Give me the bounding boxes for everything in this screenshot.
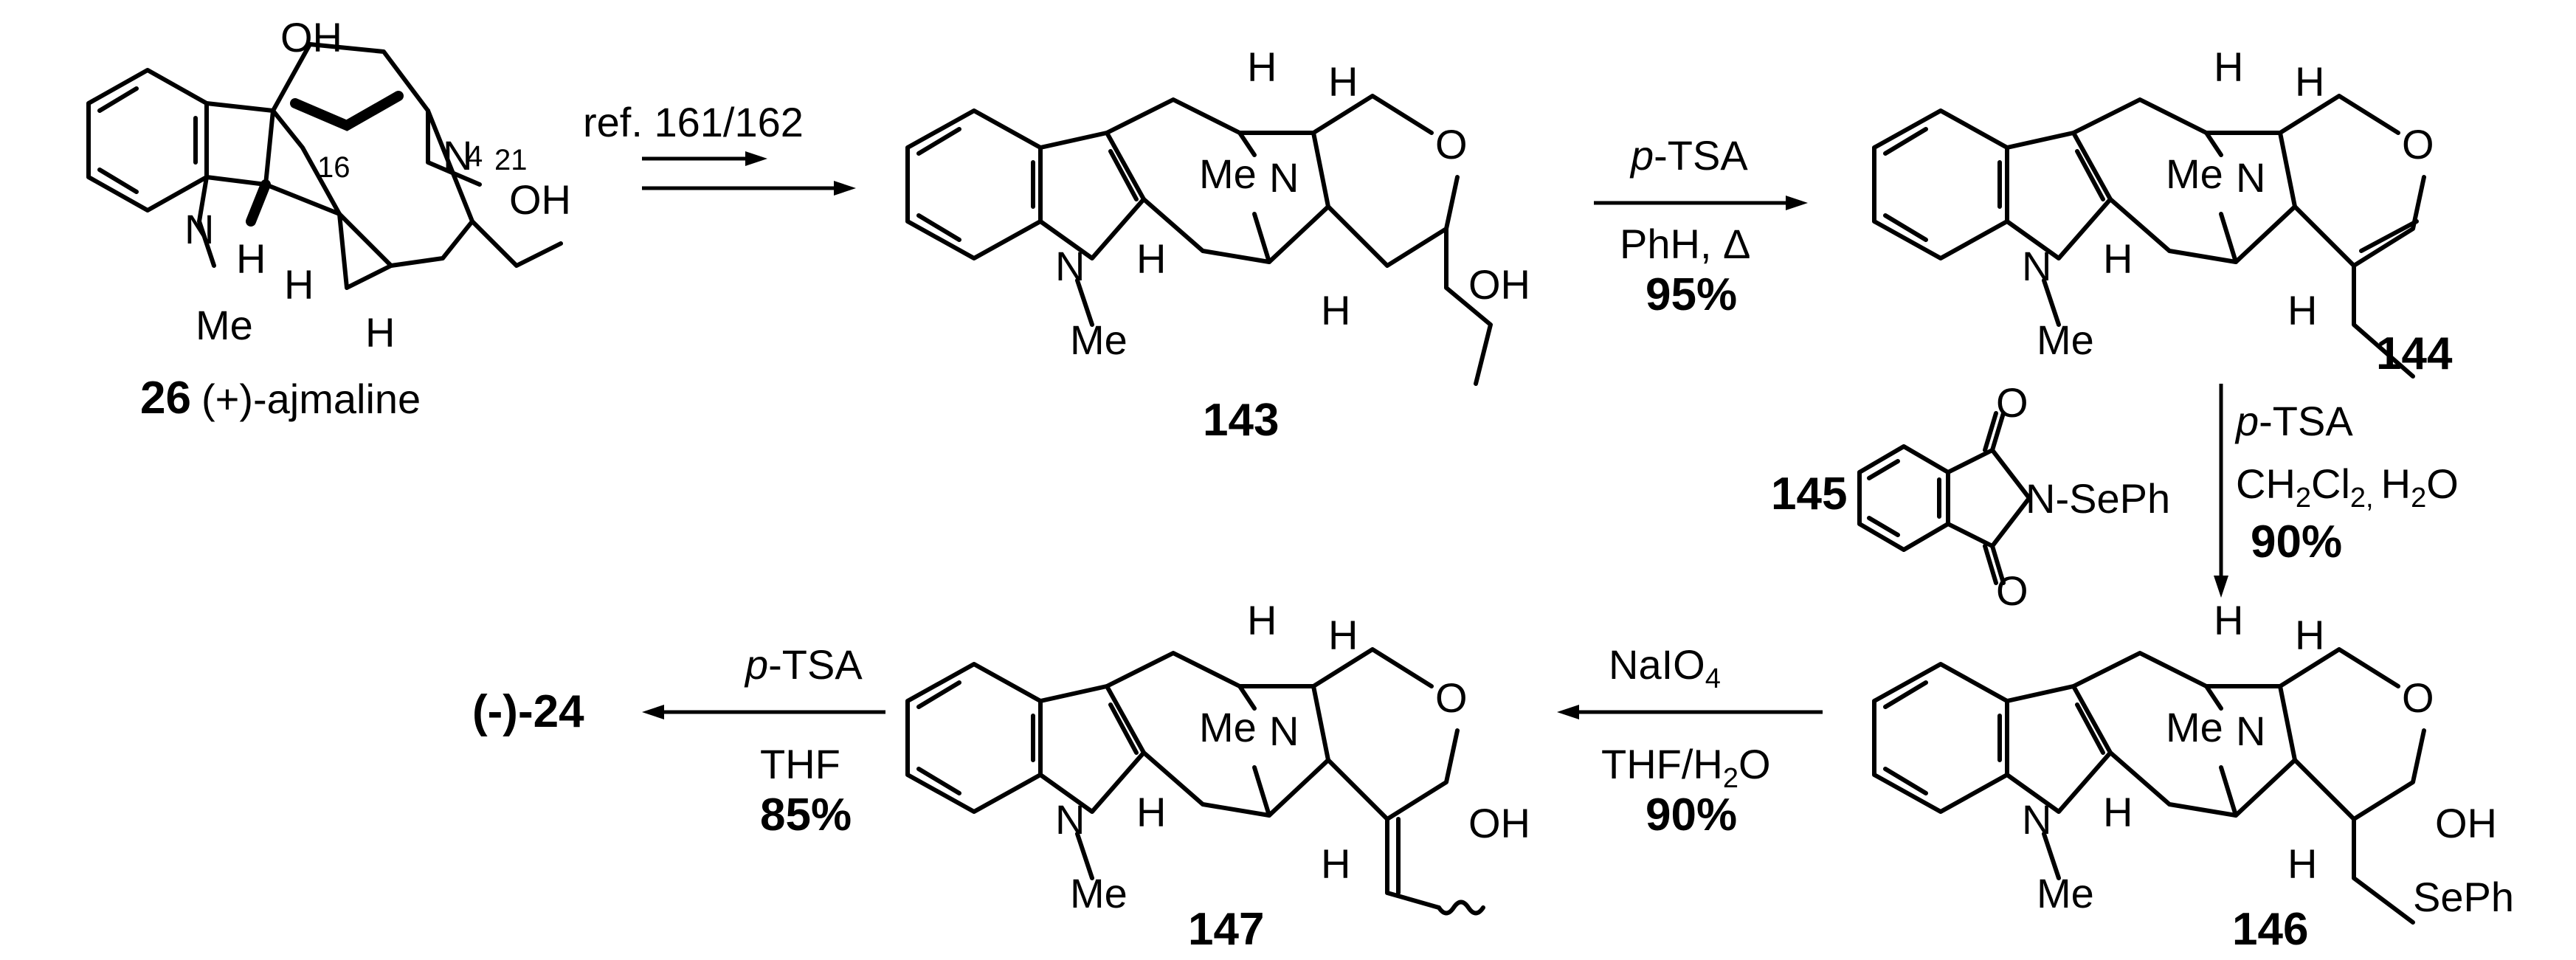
h-143-bottom: H	[1321, 287, 1350, 334]
me-143: Me	[1199, 151, 1257, 197]
h-147-top: H	[1247, 597, 1277, 643]
compound-26-label: 26(+)-ajmaline	[140, 373, 421, 424]
n-144: N	[2236, 154, 2265, 201]
n-147: N	[1269, 708, 1299, 754]
solvent-step-5: THF	[760, 741, 840, 787]
compound-146-label: 146	[2232, 904, 2308, 955]
h-26-b: H	[284, 261, 314, 308]
h-144-top: H	[2214, 44, 2243, 90]
solvent-step-4: THF/H2O	[1601, 741, 1771, 794]
n-143: N	[1269, 154, 1299, 201]
h-146-bottom: H	[2287, 840, 2317, 887]
nme-146: Me	[2037, 870, 2094, 916]
oh-143: OH	[1468, 261, 1530, 308]
o-143: O	[1435, 121, 1468, 168]
h-147-left: H	[1136, 789, 1166, 835]
compound-24-label: (-)-24	[472, 686, 584, 737]
me-26: Me	[196, 302, 253, 348]
yield-step-2: 95%	[1646, 269, 1737, 320]
n-sephe-145: N-SePh	[2026, 475, 2170, 522]
h-147-bottom: H	[1321, 840, 1350, 887]
compound-145-label: 145	[1771, 469, 1847, 519]
h-146-top: H	[2214, 597, 2243, 643]
reagent-step-1: ref. 161/162	[583, 99, 804, 145]
h-146-left: H	[2103, 789, 2133, 835]
n-146: N	[2236, 708, 2265, 754]
h-144-bottom: H	[2287, 287, 2317, 334]
yield-step-3: 90%	[2251, 517, 2342, 567]
yield-step-5: 85%	[760, 790, 852, 840]
o-147: O	[1435, 674, 1468, 721]
h-143-right: H	[1328, 58, 1358, 105]
reagent-step-3: p-TSA	[2234, 398, 2353, 444]
h-26-c: H	[365, 309, 395, 356]
arrow-step-3: p-TSA CH2Cl2,H2O 90%	[2214, 384, 2459, 598]
n-indole-146: N	[2022, 796, 2051, 843]
compound-145: O O N-SePh 145	[1771, 379, 2170, 614]
h-143-top: H	[1247, 44, 1277, 90]
reagent-step-5: p-TSA	[744, 641, 863, 688]
me-146: Me	[2166, 704, 2223, 750]
h-144-left: H	[2103, 235, 2133, 282]
o-144: O	[2402, 121, 2434, 168]
arrow-step-4: NaIO4 THF/H2O 90%	[1557, 641, 1823, 840]
compound-144-label: 144	[2376, 328, 2453, 379]
nme-147: Me	[1070, 870, 1128, 916]
h-143-left: H	[1136, 235, 1166, 282]
nme-144: Me	[2037, 317, 2094, 363]
compound-26-ajmaline: OH N 4 21 16 OH N H H H Me 26(+)-ajmalin…	[86, 14, 571, 424]
seph-146: SePh	[2413, 874, 2514, 920]
solvent-step-2: PhH, Δ	[1620, 221, 1750, 267]
h-26-a: H	[236, 235, 266, 282]
n1-26: N	[184, 206, 214, 252]
compound-144: O Me N N Me H H H H 144	[1874, 44, 2453, 379]
h-147-right: H	[1328, 612, 1358, 658]
arrow-step-2: p-TSA PhH, Δ 95%	[1594, 132, 1808, 320]
oh-26-top: OH	[280, 14, 342, 61]
oh-26-21: OH	[509, 176, 571, 223]
arrow-step-1: ref. 161/162	[583, 99, 856, 196]
n-indole-143: N	[1055, 243, 1085, 289]
me-144: Me	[2166, 151, 2223, 197]
reagent-step-2: p-TSA	[1629, 132, 1748, 179]
nme-143: Me	[1070, 317, 1128, 363]
compound-143: O OH Me N N Me H H H H 143	[908, 44, 1530, 446]
compound-146: O OH SePh Me N N Me H H H H 146	[1874, 597, 2514, 955]
compound-147: O OH Me N N Me H H H H 147	[908, 597, 1530, 955]
o-146: O	[2402, 674, 2434, 721]
o-145-top: O	[1996, 379, 2028, 426]
solvent-step-3: CH2Cl2,H2O	[2236, 460, 2459, 514]
me-147: Me	[1199, 704, 1257, 750]
n-indole-147: N	[1055, 796, 1085, 843]
oh-147: OH	[1468, 800, 1530, 846]
arrow-step-5: p-TSA THF 85%	[642, 641, 885, 840]
reagent-step-4: NaIO4	[1609, 641, 1721, 694]
n-indole-144: N	[2022, 243, 2051, 289]
locant-21: 21	[494, 144, 528, 176]
locant-16: 16	[317, 151, 351, 184]
o-145-bottom: O	[1996, 567, 2028, 614]
compound-143-label: 143	[1203, 395, 1279, 446]
oh-146: OH	[2435, 800, 2497, 846]
h-146-right: H	[2295, 612, 2324, 658]
yield-step-4: 90%	[1646, 790, 1737, 840]
locant-4: 4	[466, 140, 483, 173]
n4-26: N	[443, 132, 472, 179]
compound-147-label: 147	[1188, 904, 1264, 955]
h-144-right: H	[2295, 58, 2324, 105]
